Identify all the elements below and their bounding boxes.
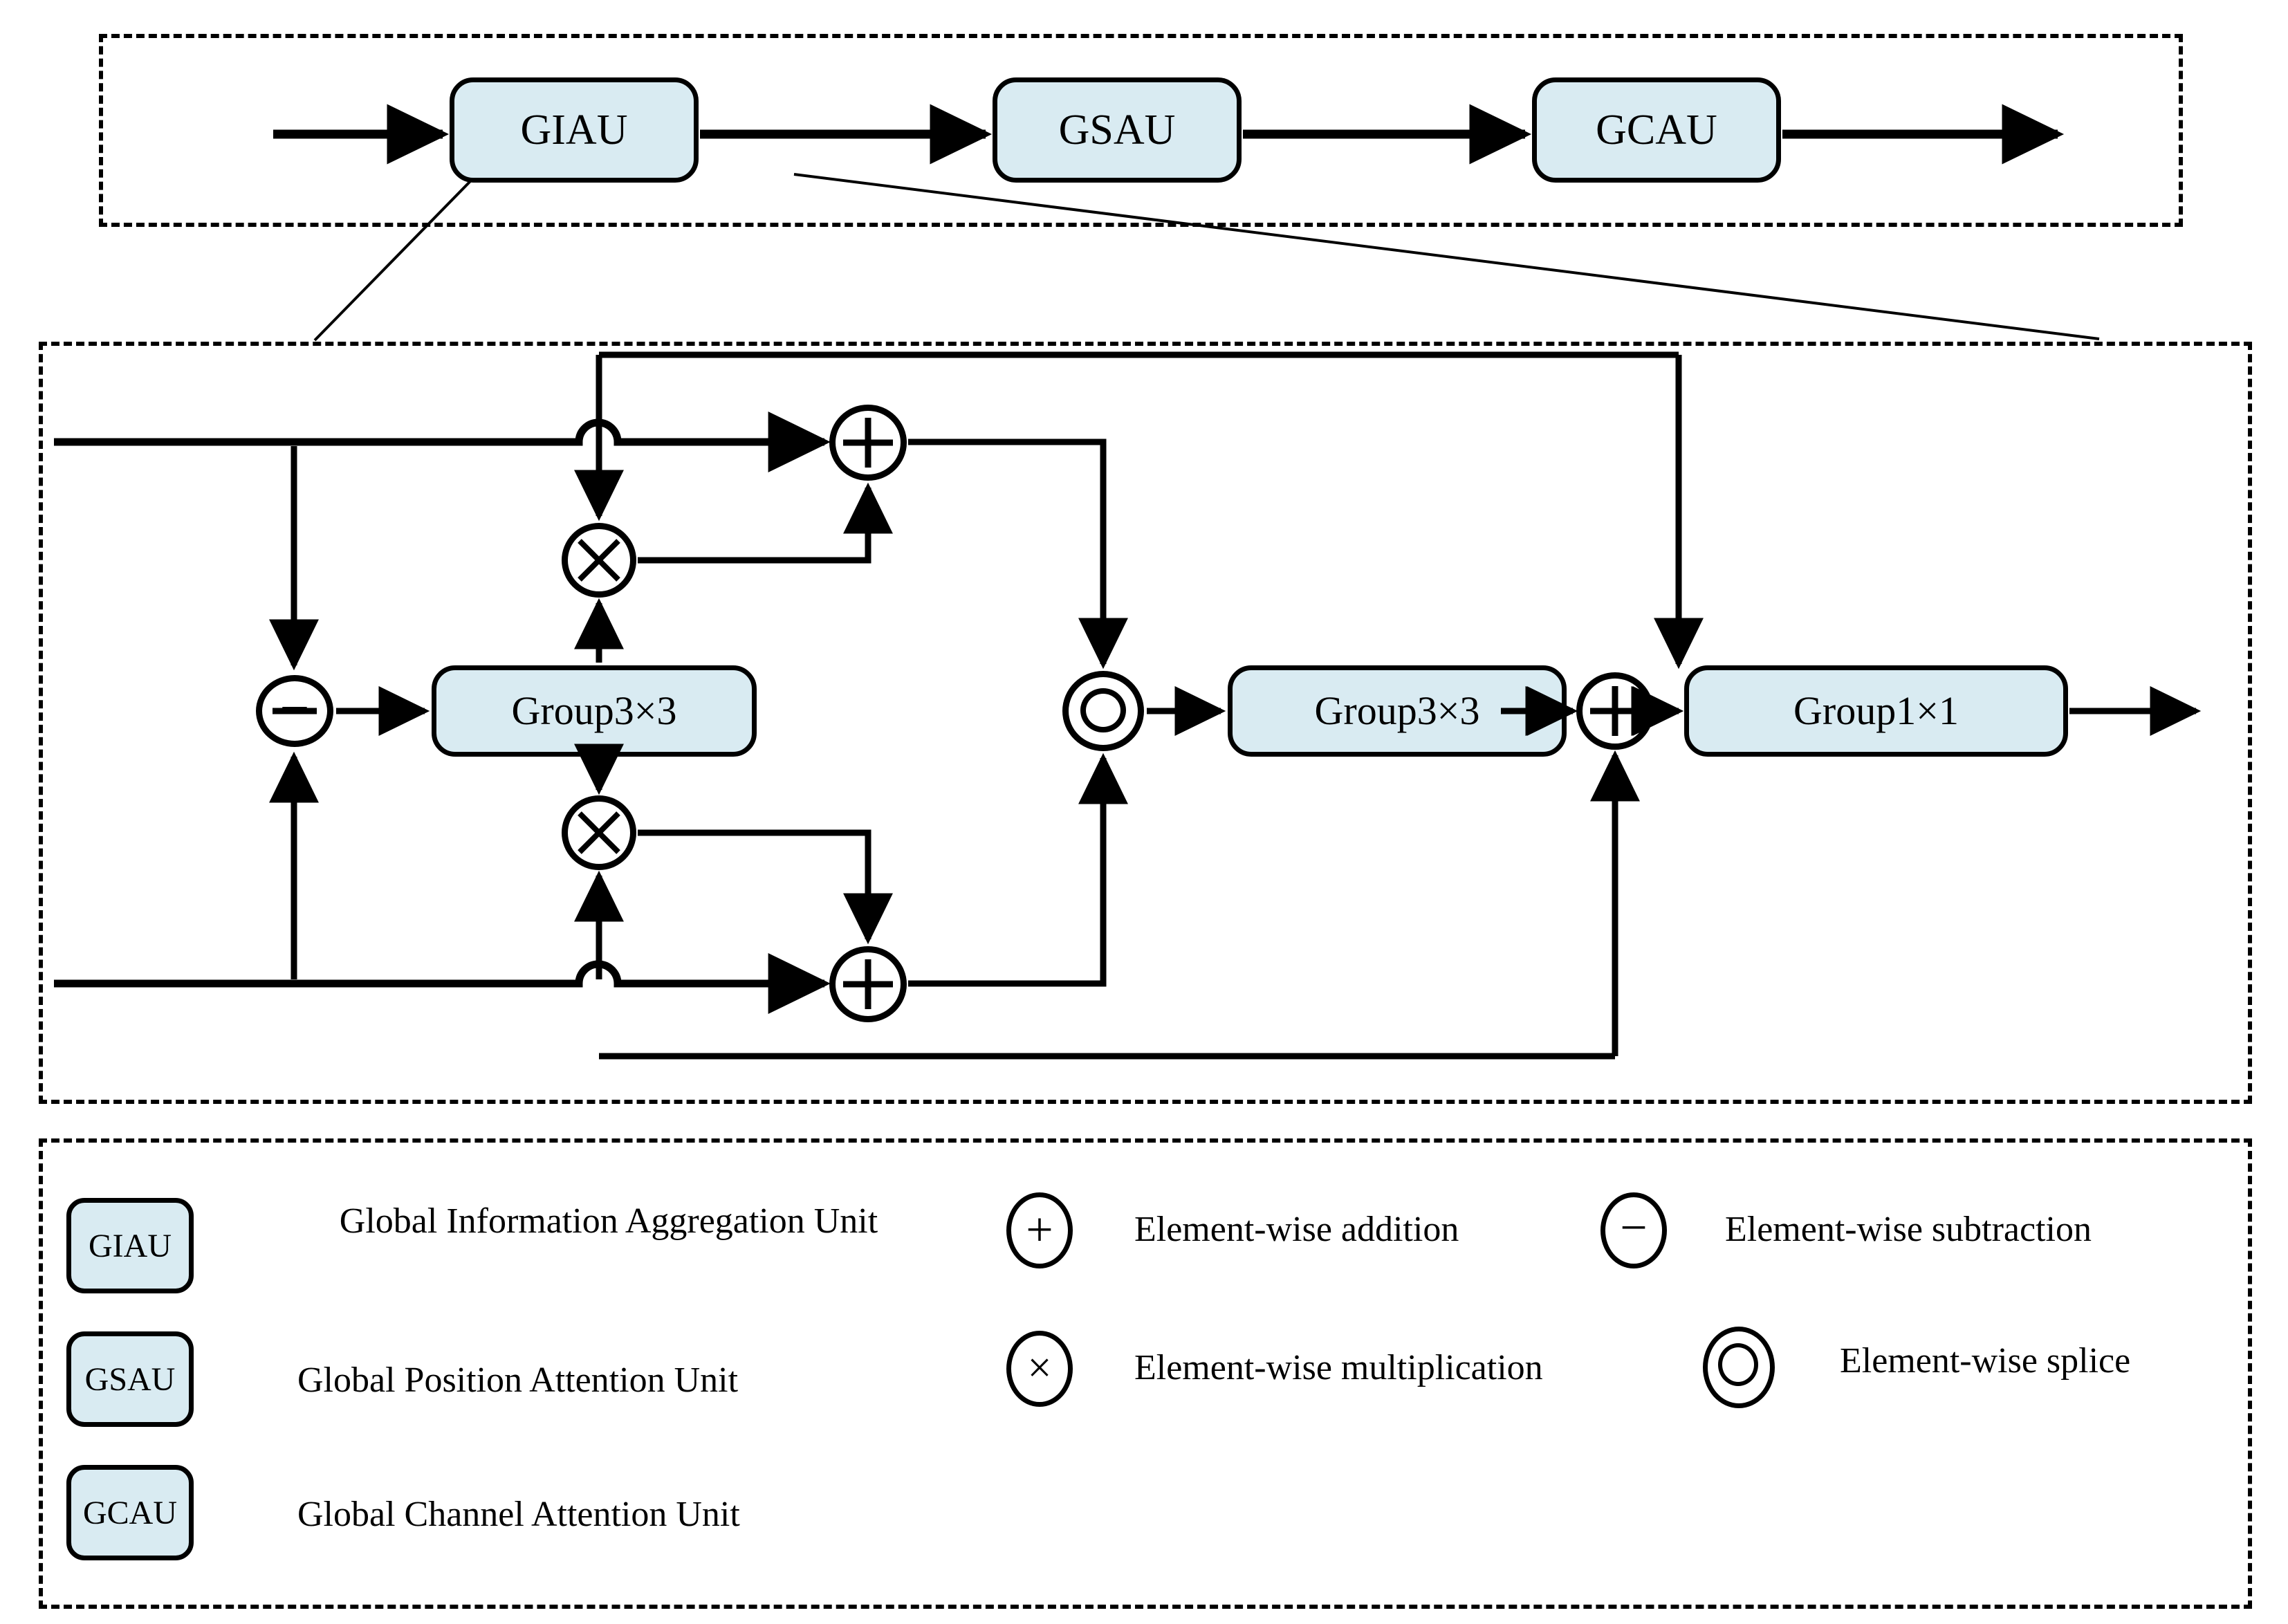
legend-box-gcau-label: GCAU <box>82 1494 177 1531</box>
legend-text-gcau: Global Channel Attention Unit <box>297 1495 740 1534</box>
legend-symbol-multiplication-glyph: × <box>1027 1345 1052 1392</box>
legend-symbol-addition: + <box>1006 1192 1073 1268</box>
legend-symbol-subtraction: − <box>1600 1192 1667 1268</box>
legend-box-gcau[interactable]: GCAU <box>66 1465 194 1560</box>
legend-symbol-subtraction-glyph: − <box>1620 1201 1648 1255</box>
legend-symbol-addition-glyph: + <box>1026 1203 1053 1257</box>
block-giau-label: GIAU <box>520 107 628 154</box>
legend-box-giau-label: GIAU <box>89 1227 172 1264</box>
legend-text-multiplication: Element-wise multiplication <box>1134 1348 1543 1387</box>
op-splice-inner-ring <box>1080 688 1126 732</box>
legend-symbol-multiplication: × <box>1006 1331 1073 1407</box>
top-panel-border <box>99 34 2183 227</box>
legend-text-subtraction: Element-wise subtraction <box>1725 1210 2092 1249</box>
detail-panel-border <box>39 342 2252 1104</box>
legend-box-giau[interactable]: GIAU <box>66 1198 194 1293</box>
legend-text-gsau: Global Position Attention Unit <box>297 1360 739 1400</box>
block-giau[interactable]: GIAU <box>450 77 699 183</box>
block-gsau-label: GSAU <box>1058 107 1176 154</box>
block-group3x3-right-label: Group3×3 <box>1314 688 1480 733</box>
op-splice[interactable] <box>1062 671 1144 751</box>
block-gcau[interactable]: GCAU <box>1532 77 1781 183</box>
block-gcau-label: GCAU <box>1596 107 1717 154</box>
legend-box-gsau[interactable]: GSAU <box>66 1331 194 1427</box>
block-group3x3-upper[interactable]: Group3×3 <box>432 665 757 757</box>
block-group3x3-upper-label: Group3×3 <box>511 688 677 733</box>
legend-text-addition: Element-wise addition <box>1134 1210 1459 1249</box>
legend-text-splice: Element-wise splice <box>1840 1341 2131 1381</box>
legend-box-gsau-label: GSAU <box>84 1360 176 1398</box>
legend-panel-border <box>39 1138 2252 1609</box>
block-group1x1[interactable]: Group1×1 <box>1684 665 2068 757</box>
legend-text-giau: Global Information Aggregation Unit <box>339 1201 878 1241</box>
legend-symbol-splice <box>1703 1327 1775 1408</box>
block-group1x1-label: Group1×1 <box>1793 688 1959 733</box>
legend-symbol-splice-inner-ring <box>1718 1343 1758 1386</box>
op-multiplication-lower[interactable]: × <box>562 795 636 870</box>
block-gsau[interactable]: GSAU <box>993 77 1242 183</box>
